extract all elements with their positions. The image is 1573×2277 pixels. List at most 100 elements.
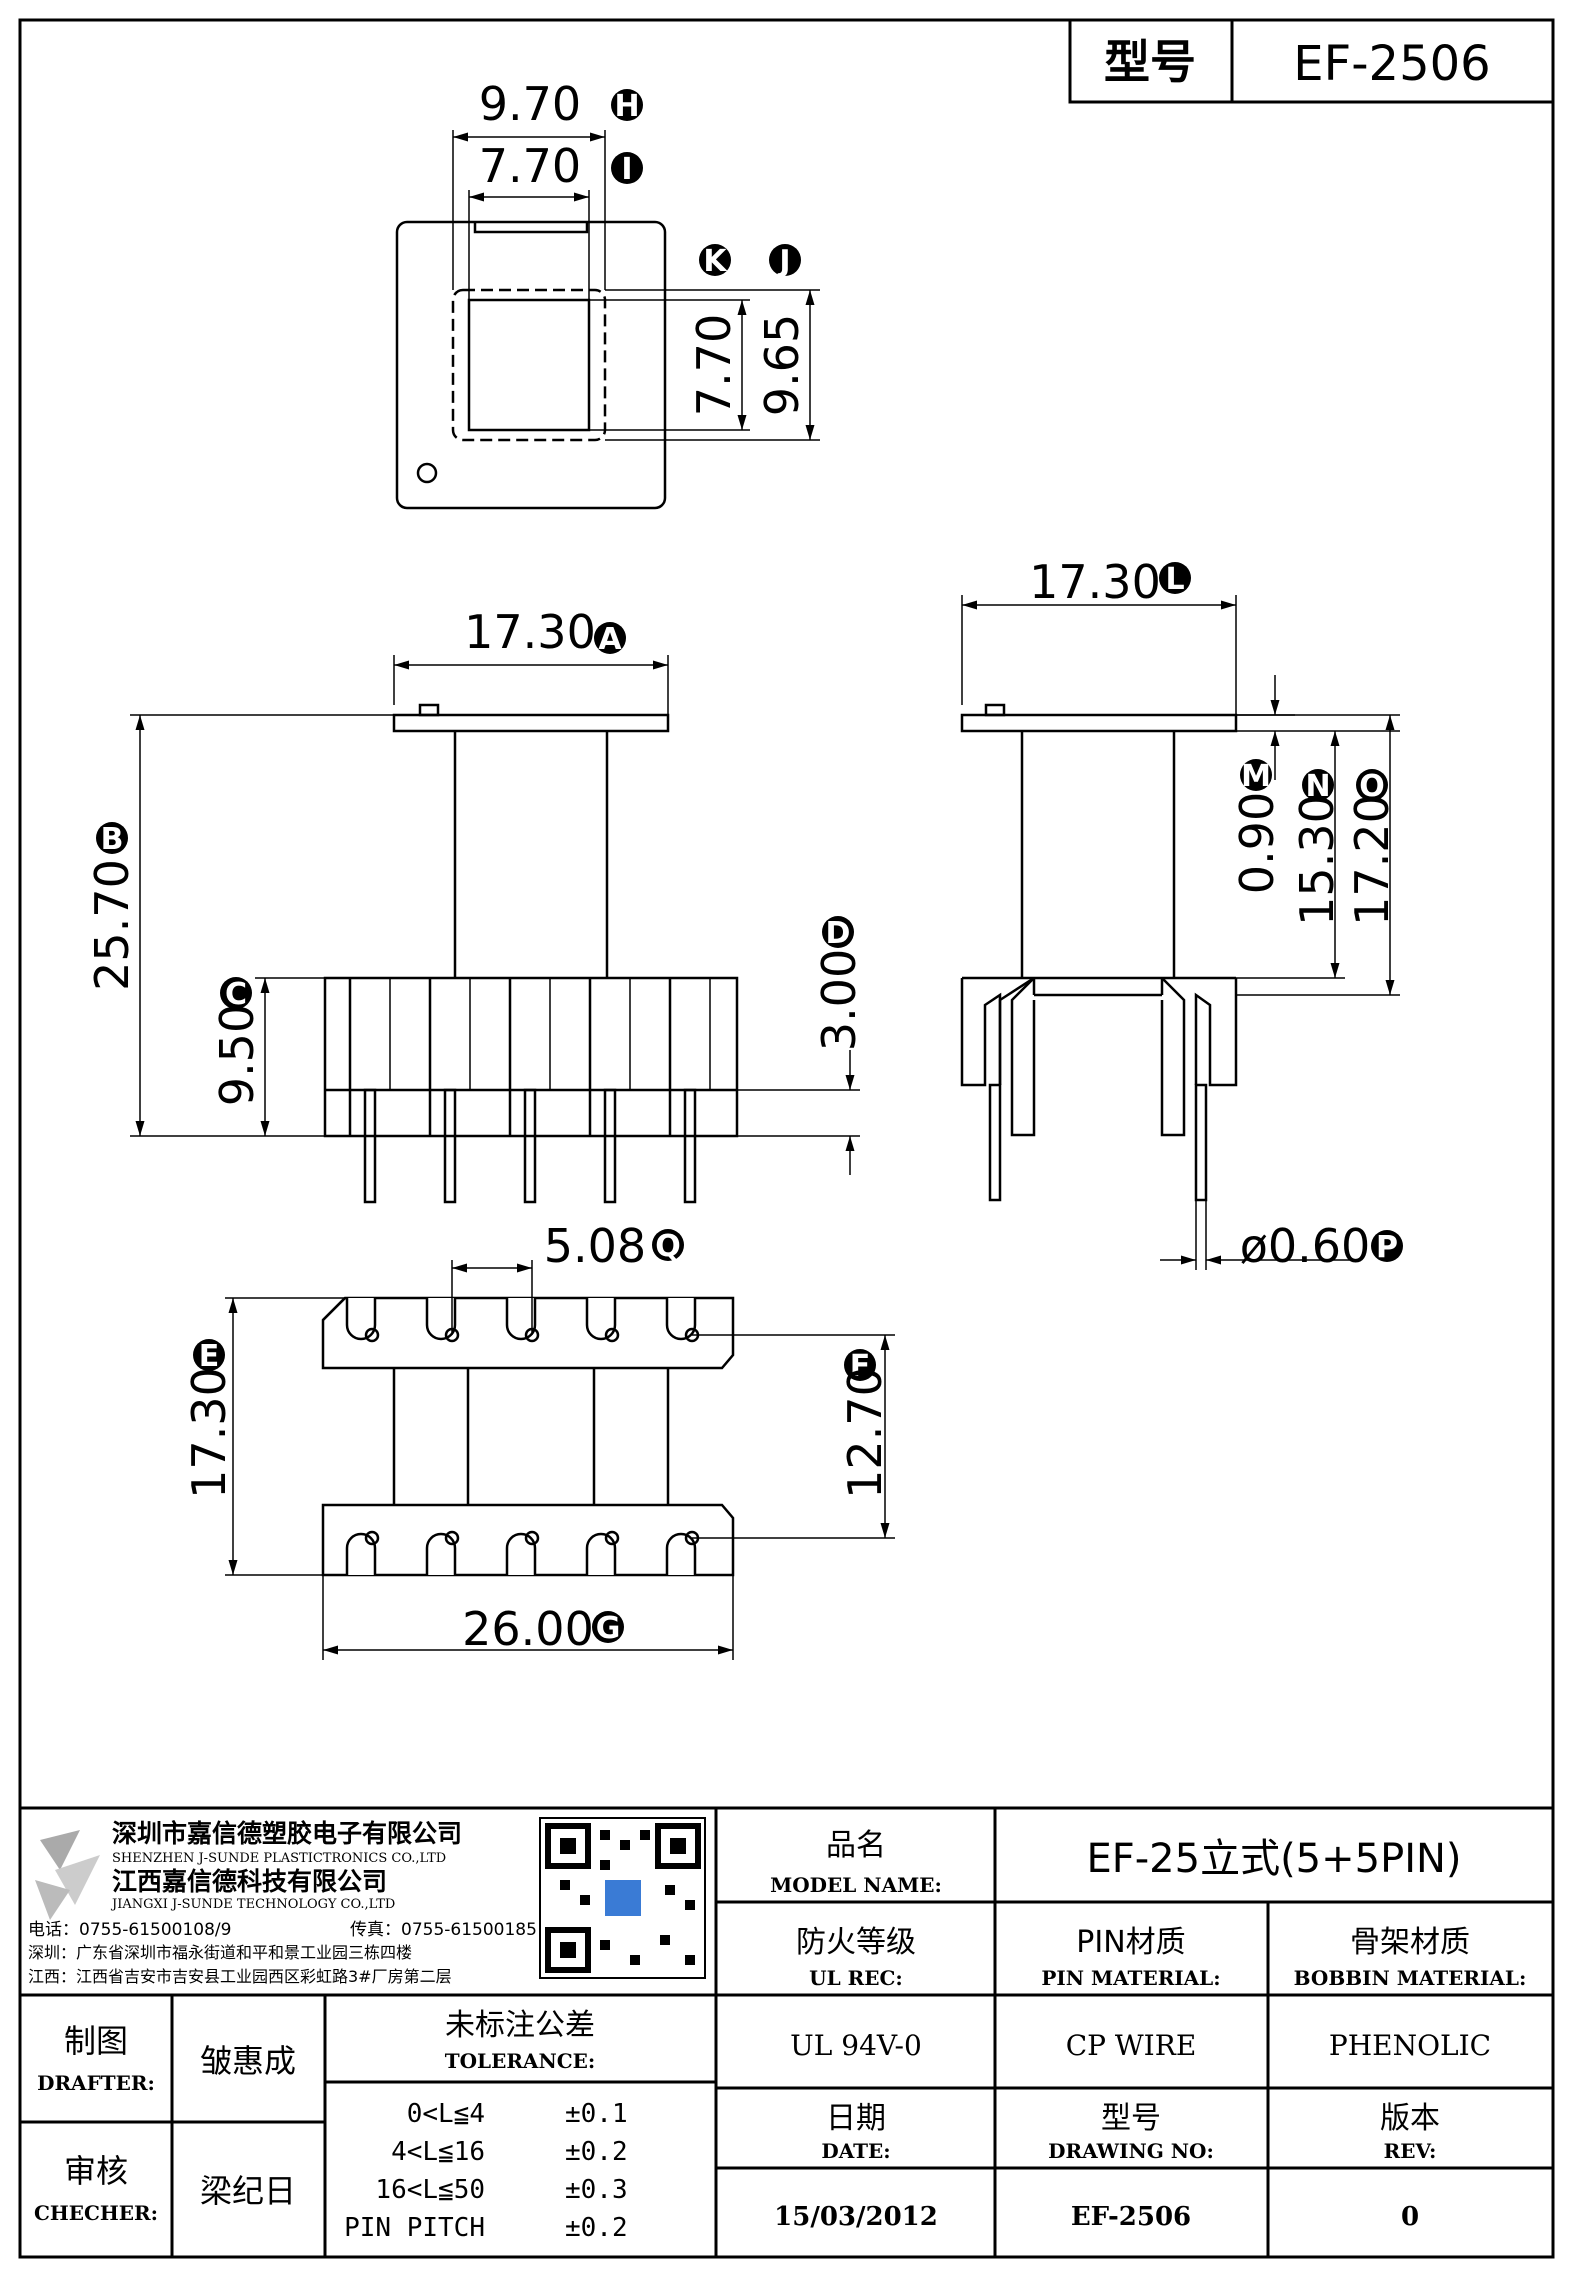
company-addr-jx: 江西：江西省吉安市吉安县工业园西区彩虹路3#厂房第二层: [28, 1967, 452, 1986]
dim-O-value: 17.20: [1345, 794, 1399, 926]
pin-hole: [364, 1530, 380, 1546]
drafter-en: DRAFTER:: [37, 2071, 155, 2095]
checker-cn: 审核: [64, 2152, 128, 2190]
drafter-name: 皱惠成: [200, 2042, 296, 2080]
bobbin-material-en: BOBBIN MATERIAL:: [1294, 1966, 1527, 1990]
bobbin-material-value: PHENOLIC: [1329, 2029, 1491, 2062]
dim-E-value: 17.30: [182, 1367, 236, 1499]
dim-J-value: 9.65: [755, 314, 809, 416]
pin-material-en: PIN MATERIAL:: [1041, 1966, 1220, 1990]
header-model: EF-2506: [1293, 36, 1490, 92]
dim-A-value: 17.30: [464, 605, 596, 659]
side-pin: [1194, 1083, 1208, 1202]
front-top-flange: [392, 713, 670, 733]
tolerance-range: 4<L≦16: [391, 2137, 485, 2167]
model-name-en: MODEL NAME:: [770, 1873, 942, 1897]
side-view: [960, 595, 1400, 1270]
rev-en: REV:: [1384, 2139, 1437, 2163]
side-pin: [988, 1083, 1002, 1202]
dim-F-value: 12.70: [838, 1367, 892, 1499]
bottom-view-labels: 5.08 Q E 17.30 F 12.70 26.00 G: [182, 1219, 892, 1656]
pin-hole: [604, 1530, 620, 1546]
pin-material-cn: PIN材质: [1076, 1925, 1185, 1960]
qr-center-logo: [605, 1880, 641, 1916]
top-view-hidden-core: [451, 288, 607, 442]
dim-G-value: 26.00: [462, 1602, 594, 1656]
tolerance-range: 0<L≦4: [407, 2099, 485, 2129]
dim-P-value: ø0.60: [1240, 1219, 1371, 1273]
date-en: DATE:: [821, 2139, 890, 2163]
dim-O-letter: O: [1359, 769, 1385, 804]
tolerance-value: ±0.1: [565, 2099, 628, 2129]
drafter-cn: 制图: [64, 2022, 128, 2060]
dim-M-value: 0.90: [1230, 792, 1284, 894]
company-logo: [35, 1830, 100, 1920]
company-name-sz: 深圳市嘉信德塑胶电子有限公司: [112, 1819, 462, 1848]
title-block: [20, 1806, 1553, 2257]
qr-code: [539, 1817, 706, 1979]
front-pin: [603, 1088, 617, 1204]
dim-N-letter: N: [1305, 769, 1330, 804]
rev-cn: 版本: [1380, 2101, 1440, 2136]
dim-E-letter: E: [199, 1339, 220, 1374]
company-fax: 传真：0755-61500185: [350, 1920, 537, 1940]
dim-H-letter: H: [614, 89, 639, 124]
pin-hole: [444, 1530, 460, 1546]
pin-material-value: CP WIRE: [1066, 2029, 1197, 2062]
tolerance-value: ±0.2: [565, 2213, 628, 2243]
pin1-mark: [416, 462, 438, 484]
dim-K-letter: K: [703, 244, 728, 279]
top-view-labels: 9.70 H 7.70 I K J 7.70 9.65: [479, 77, 809, 416]
title-block-text: 品名 MODEL NAME: EF-25立式(5+5PIN) 防火等级 UL R…: [34, 1828, 1526, 2232]
dim-L-value: 17.30: [1029, 555, 1161, 609]
pin-hole: [524, 1530, 540, 1546]
tolerance-en: TOLERANCE:: [445, 2049, 596, 2073]
company-name-jx-en: JIANGXI J-SUNDE TECHNOLOGY CO.,LTD: [110, 1897, 395, 1912]
dim-D-value: 3.00: [812, 949, 866, 1051]
company-addr-sz: 深圳：广东省深圳市福永街道和平和景工业园三栋四楼: [28, 1943, 412, 1962]
dim-C-value: 9.50: [210, 1004, 264, 1106]
dim-I-letter: I: [621, 152, 632, 187]
dim-K-value: 7.70: [687, 314, 741, 416]
rev-value: 0: [1401, 2202, 1419, 2232]
drawing-no-value: EF-2506: [1071, 2202, 1191, 2232]
company-name-sz-en: SHENZHEN J-SUNDE PLASTICTRONICS CO.,LTD: [112, 1851, 446, 1866]
company-info: 深圳市嘉信德塑胶电子有限公司 SHENZHEN J-SUNDE PLASTICT…: [28, 1819, 537, 1986]
pin-hole: [604, 1327, 620, 1343]
top-view-flange: [395, 220, 667, 510]
bottom-view: [225, 1260, 895, 1660]
bobbin-material-cn: 骨架材质: [1350, 1925, 1470, 1960]
model-name-cn: 品名: [826, 1828, 886, 1863]
dim-G-letter: G: [596, 1611, 621, 1646]
side-view-labels: 17.30 L M 0.90 N 15.30 O 17.20 ø0.60 P: [1029, 555, 1403, 1273]
front-view: [130, 655, 860, 1204]
ul-rec-en: UL REC:: [809, 1966, 903, 1990]
dim-Q-value: 5.08: [544, 1219, 646, 1273]
date-value: 15/03/2012: [774, 2202, 938, 2232]
tolerance-cn: 未标注公差: [445, 2008, 595, 2043]
dim-N-value: 15.30: [1290, 794, 1344, 926]
dim-B-letter: B: [101, 822, 124, 857]
ul-rec-value: UL 94V-0: [790, 2029, 922, 2062]
dim-Q-letter: Q: [655, 1229, 681, 1264]
tolerance-value: ±0.3: [565, 2175, 628, 2205]
drawing-no-cn: 型号: [1101, 2101, 1161, 2136]
front-view-labels: 17.30 A B 25.70 C 9.50 D 3.00: [85, 605, 866, 1106]
checker-name: 梁纪日: [200, 2172, 296, 2210]
ul-rec-cn: 防火等级: [796, 1925, 916, 1960]
dim-B-value: 25.70: [85, 859, 139, 991]
dim-D-letter: D: [826, 916, 851, 951]
tolerance-range: 16<L≦50: [375, 2175, 485, 2205]
bottom-lower-rail: [321, 1503, 735, 1577]
tolerance-range: PIN PITCH: [344, 2213, 485, 2243]
front-pin: [363, 1088, 377, 1204]
front-pin: [683, 1088, 697, 1204]
tolerance-value: ±0.2: [565, 2137, 628, 2167]
tolerance-table: 0<L≦4 ±0.1 4<L≦16 ±0.2 16<L≦50 ±0.3 PIN …: [344, 2099, 628, 2243]
front-pin: [443, 1088, 457, 1204]
header-box: 型号 EF-2506: [1068, 18, 1555, 104]
checker-en: CHECHER:: [34, 2201, 158, 2225]
front-pin: [523, 1088, 537, 1204]
dim-J-letter: J: [777, 244, 790, 279]
